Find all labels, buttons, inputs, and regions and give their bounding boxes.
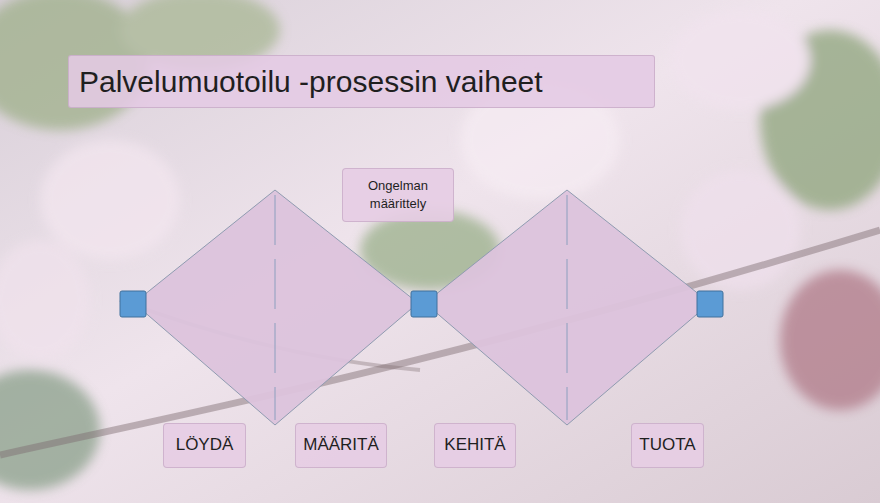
point-marker — [697, 291, 723, 317]
label-text: TUOTA — [639, 434, 695, 457]
diamond-shape — [425, 190, 710, 425]
phase-label: KEHITÄ — [434, 423, 516, 468]
phase-callout: Ongelman määrittely — [342, 168, 454, 222]
point-marker — [120, 291, 146, 317]
phase-label: TUOTA — [631, 423, 704, 468]
divider-line — [566, 195, 567, 420]
title-box: Palvelumuotoilu -prosessin vaiheet — [68, 55, 655, 108]
label-text: Ongelman määrittely — [350, 177, 446, 212]
label-text: MÄÄRITÄ — [303, 434, 379, 457]
phase-label: MÄÄRITÄ — [295, 423, 387, 468]
diamond-shape — [134, 190, 418, 425]
point-marker — [411, 291, 437, 317]
label-text: KEHITÄ — [444, 434, 505, 457]
title-text: Palvelumuotoilu -prosessin vaiheet — [79, 65, 543, 99]
phase-label: LÖYDÄ — [163, 423, 246, 468]
divider-line — [274, 195, 275, 420]
label-text: LÖYDÄ — [176, 434, 234, 457]
